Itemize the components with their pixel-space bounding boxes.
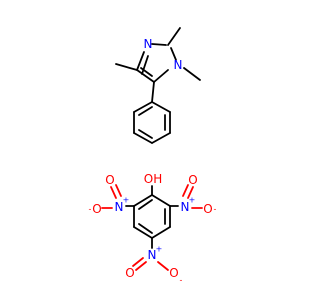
- atom-n-right: N: [181, 200, 190, 214]
- bond-r6: [133, 194, 153, 207]
- atom-o-para-right: O: [169, 266, 178, 280]
- bond-n1-methyl: [183, 67, 201, 81]
- bond-ph3: [151, 132, 171, 144]
- bond-c5-c4: [136, 69, 155, 83]
- bond-r1: [151, 194, 171, 207]
- atom-n3: N: [144, 37, 153, 51]
- bond-c4-n3: [136, 51, 145, 71]
- charge-n-left: +: [123, 196, 130, 205]
- charge-n-right: +: [189, 196, 196, 205]
- atom-o-left-top: O: [105, 173, 114, 187]
- atom-n1: N: [174, 58, 183, 72]
- bond-c4-methyl: [115, 63, 138, 71]
- atom-o-para-left: O: [125, 266, 134, 280]
- atom-o-right-top: O: [188, 173, 197, 187]
- bond-ph1: [151, 101, 171, 113]
- charge-o-para-right: -: [180, 276, 183, 285]
- bond-c4-n3-double: [141, 55, 149, 75]
- charge-o-left: -: [89, 205, 92, 214]
- bond-n-left-o-top-double: [115, 184, 122, 197]
- bond-c2-methyl: [167, 27, 181, 46]
- bond-ph-inner2: [138, 129, 153, 139]
- bond-n-para-o-right: [157, 261, 169, 271]
- bond-n-left-o-top: [110, 186, 117, 199]
- bond-ph-inner3: [138, 106, 153, 116]
- bond-n-para-o-left-double: [132, 257, 144, 267]
- bond-r-inner3: [138, 199, 153, 210]
- bond-n-right-o-top: [182, 184, 189, 197]
- bond-r4: [133, 226, 153, 239]
- atom-o-left: O: [92, 202, 101, 216]
- chemical-structure-drawing: N N OH N + O O -: [89, 27, 217, 285]
- atom-n-left: N: [115, 200, 124, 214]
- bond-c5-c4-inner: [140, 67, 153, 77]
- bond-n-right-o-top-double: [187, 186, 194, 199]
- bond-n3-c2: [151, 43, 167, 46]
- bond-ph4: [133, 132, 153, 144]
- bond-n-para-o-left: [135, 261, 147, 271]
- imidazole-molecule: N N: [115, 27, 201, 144]
- picric-acid-molecule: OH N + O O - N + O O - N + O O -: [89, 172, 217, 285]
- bond-c2-n1: [170, 47, 177, 61]
- charge-n-para: +: [156, 245, 163, 254]
- bond-c5-phenyl: [151, 81, 155, 103]
- atom-n-para: N: [148, 248, 157, 262]
- bond-r3: [151, 226, 171, 239]
- atom-o-right: O: [203, 202, 212, 216]
- charge-o-right: -: [214, 205, 217, 214]
- bond-r-inner2: [138, 223, 153, 234]
- bond-ph6: [133, 101, 153, 113]
- atom-oh: OH: [144, 172, 162, 186]
- bond-n1-c5: [153, 69, 169, 83]
